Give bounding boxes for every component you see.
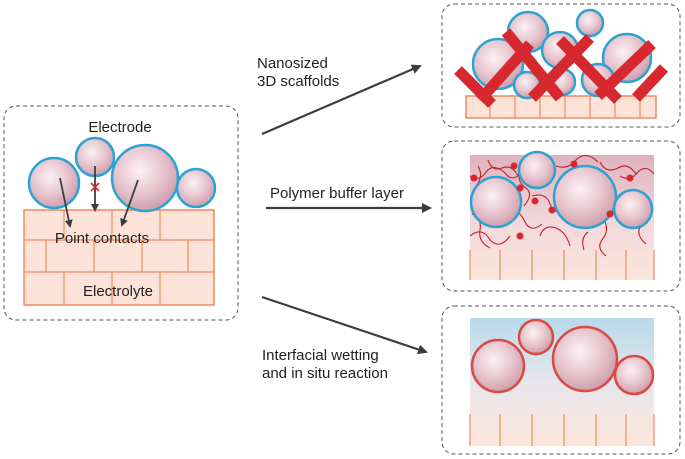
polymer-panel-border bbox=[441, 140, 681, 292]
arrow-to-scaffolds bbox=[261, 64, 422, 136]
wetting-panel-border bbox=[441, 305, 681, 455]
electrode-particles bbox=[27, 136, 217, 213]
strategy-2-label: Polymer buffer layer bbox=[270, 185, 404, 202]
particle bbox=[551, 325, 619, 393]
scaffold-struts bbox=[454, 28, 669, 108]
particle bbox=[27, 156, 81, 210]
scaffold-panel bbox=[441, 3, 681, 128]
arrow-to-wetting bbox=[261, 295, 428, 355]
particle bbox=[470, 338, 526, 394]
strategy-arrows bbox=[261, 64, 432, 355]
particle bbox=[175, 167, 217, 209]
particle bbox=[471, 37, 525, 91]
particle bbox=[110, 143, 180, 213]
no-contact-cross-icon bbox=[90, 182, 100, 192]
scaffold-panel-border bbox=[441, 3, 681, 128]
particle bbox=[575, 8, 605, 38]
strategy-3-label-line2: and in situ reaction bbox=[262, 365, 388, 382]
point-contacts-label: Point contacts bbox=[55, 230, 149, 247]
particle bbox=[469, 175, 523, 229]
left-panel: Electrode Point contacts Electrolyte bbox=[3, 105, 239, 321]
electrolyte-block bbox=[23, 209, 215, 306]
polymer-panel bbox=[441, 140, 681, 292]
particle bbox=[517, 150, 557, 190]
wetting-electrolyte-lines bbox=[469, 414, 655, 446]
left-panel-border bbox=[3, 105, 239, 321]
wetting-panel bbox=[441, 305, 681, 455]
electrolyte-label: Electrolyte bbox=[83, 283, 153, 300]
particle bbox=[612, 188, 654, 230]
polymer-particles bbox=[469, 150, 654, 230]
particle bbox=[552, 164, 618, 230]
electrode-label: Electrode bbox=[88, 119, 151, 136]
particle bbox=[517, 318, 555, 356]
wetting-particles bbox=[470, 318, 655, 396]
particle bbox=[613, 354, 655, 396]
strategy-3-label-line1: Interfacial wetting bbox=[262, 347, 379, 364]
particle bbox=[601, 32, 653, 84]
strategy-1-label-line2: 3D scaffolds bbox=[257, 73, 339, 90]
polymer-electrolyte-lines bbox=[469, 250, 655, 280]
strategy-1-label-line1: Nanosized bbox=[257, 55, 328, 72]
polymer-crosslink-dots bbox=[470, 160, 634, 240]
